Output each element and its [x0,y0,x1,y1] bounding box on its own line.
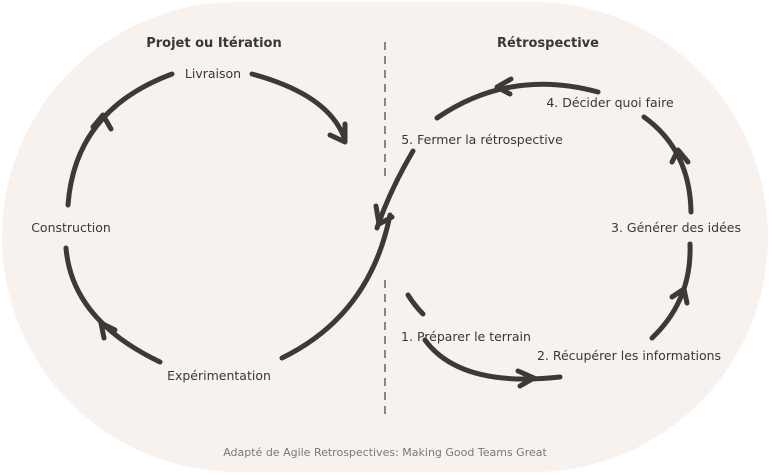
arrowhead-setstage-to-gather [515,368,537,389]
step-decide-label: 4. Décider quoi faire [546,95,674,110]
source-caption: Adapté de Agile Retrospectives: Making G… [223,446,547,459]
retrospective-title: Rétrospective [497,36,599,51]
project-title: Projet ou Itération [146,36,282,51]
step-ideas-label: 3. Générer des idées [611,220,741,235]
step-build-label: Construction [31,220,111,235]
arrowhead-gather-to-ideas [669,286,690,306]
step-gather-label: 2. Récupérer les informations [537,348,721,363]
arc-center-crossing [279,212,393,361]
arc-gather-to-ideas [649,241,693,341]
arc-setstage-to-gather [422,337,563,382]
arc-decide-to-close [434,81,601,121]
arrowhead-close-to-center [373,203,395,227]
step-setstage-label: 1. Préparer le terrain [401,329,531,344]
arc-ideas-to-decide [641,114,694,215]
arrowhead-ideas-to-decide [669,147,691,165]
arrowhead-experiment-to-build [98,320,118,341]
arrowhead-delivery-to-center [327,121,348,145]
arc-delivery-to-center [249,71,348,143]
step-delivery-label: Livraison [185,66,241,81]
step-experiment-label: Expérimentation [167,368,271,383]
step-close-label: 5. Fermer la rétrospective [401,132,563,147]
arrowhead-build-to-delivery [90,112,114,132]
arc-experiment-to-build [63,245,163,365]
arc-setstage-start [405,292,426,317]
arrowhead-decide-to-close [494,76,514,97]
